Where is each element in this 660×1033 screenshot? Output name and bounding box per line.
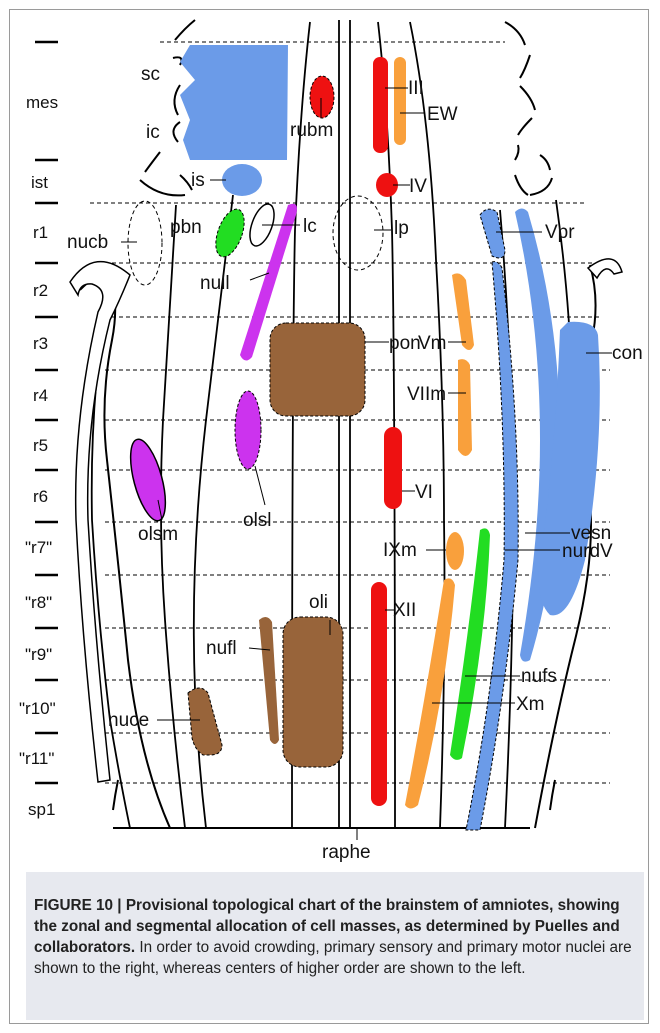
label-nurdV: nurdV [562,541,613,562]
label-con: con [612,343,643,364]
nucleus-nuce [188,688,222,755]
brainstem-diagram: mes ist r1 r2 r3 r4 r5 r6 "r7" "r8" "r9"… [0,0,660,872]
nucleus-nucb [128,201,162,285]
nucleus-EW [394,57,406,145]
label-sc: sc [141,64,160,85]
nucleus-olsm [124,436,173,524]
nucleus-oli [283,617,343,767]
label-XII: XII [393,600,416,621]
nucleus-Vm [452,273,474,350]
label-nufs: nufs [521,666,557,687]
label-III: III [408,78,424,99]
segment-label-r4: r4 [33,386,48,405]
segment-label-r11: "r11" [19,749,54,768]
segment-label-r9: "r9" [25,645,52,664]
dashed-contours [128,196,383,285]
label-olsm: olsm [138,524,178,545]
nucleus-IXm [446,532,464,570]
segment-ticks [35,42,58,783]
label-null: null [200,273,230,294]
nucleus-olsl [235,391,261,469]
segment-label-r1: r1 [33,223,48,242]
label-ic: ic [146,122,160,143]
label-Xm: Xm [516,694,545,715]
label-pon: pon [389,333,421,354]
figure-caption: FIGURE 10 | Provisional topological char… [34,895,634,979]
nucleus-is [222,164,262,196]
segment-label-sp1: sp1 [28,800,55,819]
label-olsl: olsl [243,510,272,531]
label-IV: IV [409,176,427,197]
segment-label-ist: ist [31,173,48,192]
label-Vpr: Vpr [545,222,575,243]
label-pbn: pbn [170,217,202,238]
label-Vm: Vm [418,333,447,354]
label-VIIm: VIIm [407,384,446,405]
label-nucb: nucb [67,232,108,253]
segment-label-r2: r2 [33,281,48,300]
label-lc: lc [303,216,317,237]
segment-label-mes: mes [26,93,58,112]
nucleus-pon [270,323,365,416]
label-VI: VI [415,482,433,503]
label-nuce: nuce [108,710,149,731]
nucleus-nurdV [466,262,518,830]
segment-label-r3: r3 [33,334,48,353]
nucleus-VIIm [458,359,472,456]
label-EW: EW [427,104,458,125]
label-raphe: raphe [322,842,371,863]
nucleus-sc-ic [180,45,288,160]
nucleus-rubm [310,76,334,118]
label-oli: oli [309,592,328,613]
segment-label-r8: "r8" [25,593,52,612]
segment-label-r10: "r10" [19,699,56,718]
label-is: is [191,170,205,191]
label-IXm: IXm [383,540,417,561]
nucleus-pbn [210,205,250,260]
segment-label-r5: r5 [33,436,48,455]
label-lp: lp [394,218,409,239]
nucleus-lp [333,196,383,270]
segment-label-r6: r6 [33,487,48,506]
label-nufl: nufl [206,638,237,659]
nucleus-III [373,57,388,153]
label-rubm: rubm [290,120,333,141]
nucleus-VI [384,427,402,509]
segment-label-r7: "r7" [25,538,52,557]
nucleus-XII [371,582,387,806]
